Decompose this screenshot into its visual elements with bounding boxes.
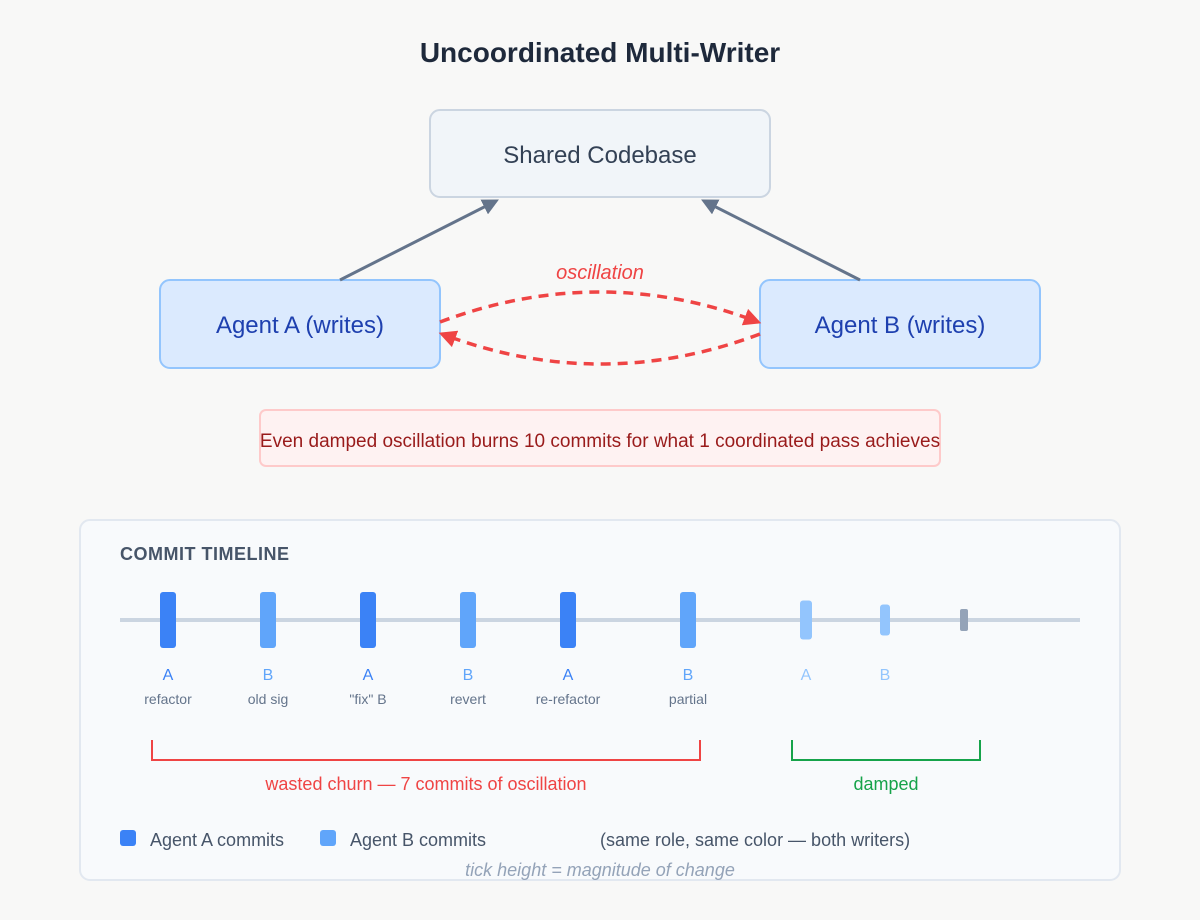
legend: Agent A commits Agent B commits (same ro…	[120, 830, 910, 850]
warning-text: Even damped oscillation burns 10 commits…	[260, 431, 940, 452]
churn-label: wasted churn — 7 commits of oscillation	[264, 774, 586, 794]
shared-codebase-label: Shared Codebase	[503, 142, 696, 169]
commit-tick-8	[880, 604, 890, 636]
timeline-panel	[79, 519, 1121, 881]
commit-agent-label-5: A	[563, 667, 574, 684]
oscillation-arrow-a-to-b	[439, 290, 762, 326]
legend-agent-b-label: Agent B commits	[350, 830, 486, 850]
commit-tick-6	[680, 592, 696, 648]
damped-label: damped	[853, 774, 918, 794]
commit-description-5: re-refactor	[536, 691, 601, 707]
commit-agent-label-6: B	[683, 667, 694, 684]
arrow-agent-b-to-codebase	[701, 199, 861, 282]
commit-description-4: revert	[450, 691, 486, 707]
commit-tick-5	[560, 592, 576, 648]
agent-a-node: Agent A (writes)	[159, 279, 441, 369]
commit-description-1: refactor	[144, 691, 192, 707]
arrow-agent-a-to-codebase	[339, 199, 499, 282]
commit-tick-9	[960, 609, 968, 631]
legend-agent-a-label: Agent A commits	[150, 830, 284, 850]
commit-agent-label-2: B	[263, 667, 274, 684]
timeline-caption: tick height = magnitude of change	[465, 860, 735, 880]
agent-b-label: Agent B (writes)	[815, 312, 986, 339]
oscillation-arrow-b-to-a	[438, 330, 761, 366]
legend-note: (same role, same color — both writers)	[600, 830, 910, 850]
churn-bracket	[151, 740, 701, 761]
commit-agent-label-8: B	[880, 667, 891, 684]
commit-tick-3	[360, 592, 376, 648]
diagram-title: Uncoordinated Multi-Writer	[420, 37, 780, 68]
legend-swatch-agent-a	[120, 830, 136, 846]
commit-tick-4	[460, 592, 476, 648]
commit-agent-label-7: A	[801, 667, 812, 684]
legend-swatch-agent-b	[320, 830, 336, 846]
commit-agent-label-3: A	[363, 667, 374, 684]
timeline-title: COMMIT TIMELINE	[120, 544, 289, 564]
commit-agent-label-4: B	[463, 667, 474, 684]
commit-description-6: partial	[669, 691, 707, 707]
shared-codebase-node: Shared Codebase	[429, 109, 771, 198]
commit-tick-2	[260, 592, 276, 648]
agent-a-label: Agent A (writes)	[216, 312, 384, 339]
warning-callout: Even damped oscillation burns 10 commits…	[259, 409, 941, 467]
commit-description-3: "fix" B	[349, 691, 386, 707]
oscillation-label: oscillation	[556, 262, 644, 284]
commit-description-2: old sig	[248, 691, 288, 707]
commit-tick-7	[800, 600, 812, 640]
commit-agent-label-1: A	[163, 667, 174, 684]
commit-tick-1	[160, 592, 176, 648]
agent-b-node: Agent B (writes)	[759, 279, 1041, 369]
damped-bracket	[791, 740, 981, 761]
